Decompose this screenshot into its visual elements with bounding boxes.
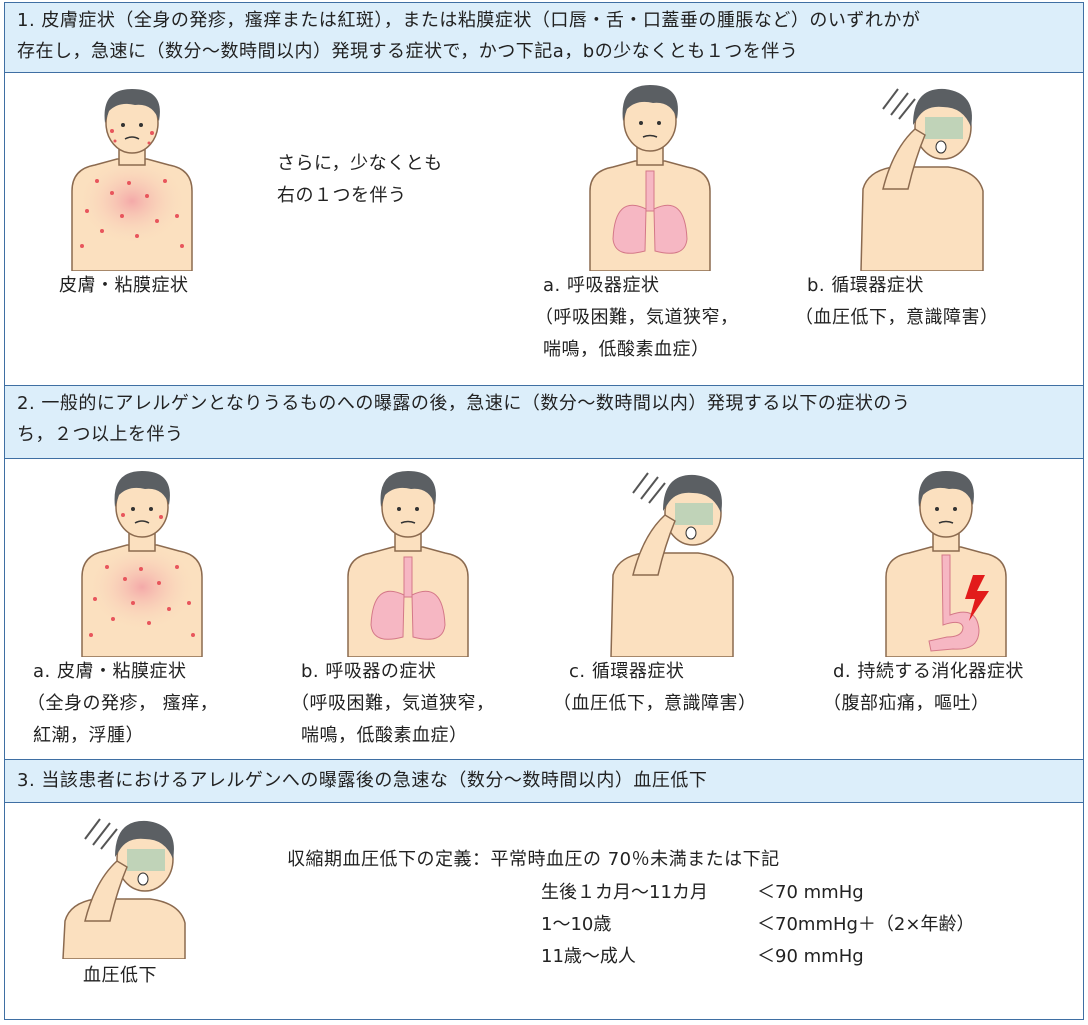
hypotension-caption: 血圧低下 (83, 965, 157, 986)
respiratory-caption-line1: a. 呼吸器症状 (543, 275, 660, 296)
digestive-caption-line1: d. 持続する消化器症状 (833, 661, 1024, 682)
section3-panel: 血圧低下 収縮期血圧低下の定義：平常時血圧の 70％未満または下記 生後１カ月〜… (5, 803, 1083, 1019)
section2-header-line2: ち，２つ以上を伴う (17, 424, 184, 445)
section1-middle-line1: さらに，少なくとも (277, 153, 443, 174)
digestive-figure (885, 471, 1007, 657)
s2-circulatory-caption-line1: c. 循環器症状 (569, 661, 685, 682)
bp-row-age-2: 11歳〜成人 (541, 946, 636, 967)
bp-row-value-2: ＜90 mmHg (757, 946, 864, 967)
bp-row-age-1: 1〜10歳 (541, 914, 612, 935)
s2-circulatory-caption-line2: （血圧低下，意識障害） (553, 693, 757, 714)
section2-header: 2. 一般的にアレルゲンとなりうるものへの曝露の後，急速に（数分〜数時間以内）発… (5, 385, 1083, 459)
circulatory-figure-2 (610, 472, 734, 657)
respiratory-figure-2 (347, 471, 469, 657)
section1-header-line2: 存在し，急速に（数分〜数時間以内）発現する症状で，かつ下記a，bの少なくとも１つ… (17, 41, 799, 62)
s2-skin-caption-line2: （全身の発疹， 瘙痒， (27, 693, 219, 714)
section2-header-line1: 2. 一般的にアレルゲンとなりうるものへの曝露の後，急速に（数分〜数時間以内）発… (17, 393, 911, 414)
s2-skin-caption-line1: a. 皮膚・粘膜症状 (33, 661, 187, 682)
skin-symptom-caption: 皮膚・粘膜症状 (59, 275, 189, 296)
circulatory-caption-line1: b. 循環器症状 (807, 275, 924, 296)
respiratory-caption-line2: （呼吸困難，気道狭窄， (535, 307, 739, 328)
section1-panel: 皮膚・粘膜症状 さらに，少なくとも 右の１つを伴う a. 呼吸器症状 （呼吸困難… (5, 73, 1083, 385)
circulatory-figure (860, 88, 984, 271)
skin-symptom-figure-2 (81, 471, 203, 657)
s2-skin-caption-line3: 紅潮，浮腫） (33, 725, 144, 746)
bp-row-value-0: ＜70 mmHg (757, 882, 864, 903)
digestive-caption-line2: （腹部疝痛，嘔吐） (823, 693, 990, 714)
bp-row-value-1: ＜70mmHg＋（2×年齢） (757, 914, 975, 935)
anaphylaxis-criteria-sheet: 1. 皮膚症状（全身の発疹，瘙痒または紅斑），または粘膜症状（口唇・舌・口蓋垂の… (4, 2, 1084, 1020)
s2-respiratory-caption-line3: 喘鳴，低酸素血症） (301, 725, 468, 746)
section1-middle-line2: 右の１つを伴う (277, 185, 407, 206)
circulatory-caption-line2: （血圧低下，意識障害） (795, 307, 999, 328)
section2-panel: a. 皮膚・粘膜症状 （全身の発疹， 瘙痒， 紅潮，浮腫） b. 呼吸器の症状 … (5, 459, 1083, 759)
hypotension-figure (62, 818, 186, 959)
section1-header: 1. 皮膚症状（全身の発疹，瘙痒または紅斑），または粘膜症状（口唇・舌・口蓋垂の… (5, 3, 1083, 73)
section1-header-line1: 1. 皮膚症状（全身の発疹，瘙痒または紅斑），または粘膜症状（口唇・舌・口蓋垂の… (17, 10, 921, 31)
skin-symptom-figure (71, 89, 193, 271)
section3-header-text: 3. 当該患者におけるアレルゲンへの曝露後の急速な（数分〜数時間以内）血圧低下 (17, 770, 708, 791)
hypotension-definition: 収縮期血圧低下の定義：平常時血圧の 70％未満または下記 (287, 849, 780, 870)
section3-header: 3. 当該患者におけるアレルゲンへの曝露後の急速な（数分〜数時間以内）血圧低下 (5, 759, 1083, 803)
s2-respiratory-caption-line2: （呼吸困難，気道狭窄， (291, 693, 495, 714)
s2-respiratory-caption-line1: b. 呼吸器の症状 (301, 661, 437, 682)
respiratory-caption-line3: 喘鳴，低酸素血症） (543, 339, 710, 360)
bp-row-age-0: 生後１カ月〜11カ月 (541, 882, 708, 903)
respiratory-figure (589, 85, 711, 271)
